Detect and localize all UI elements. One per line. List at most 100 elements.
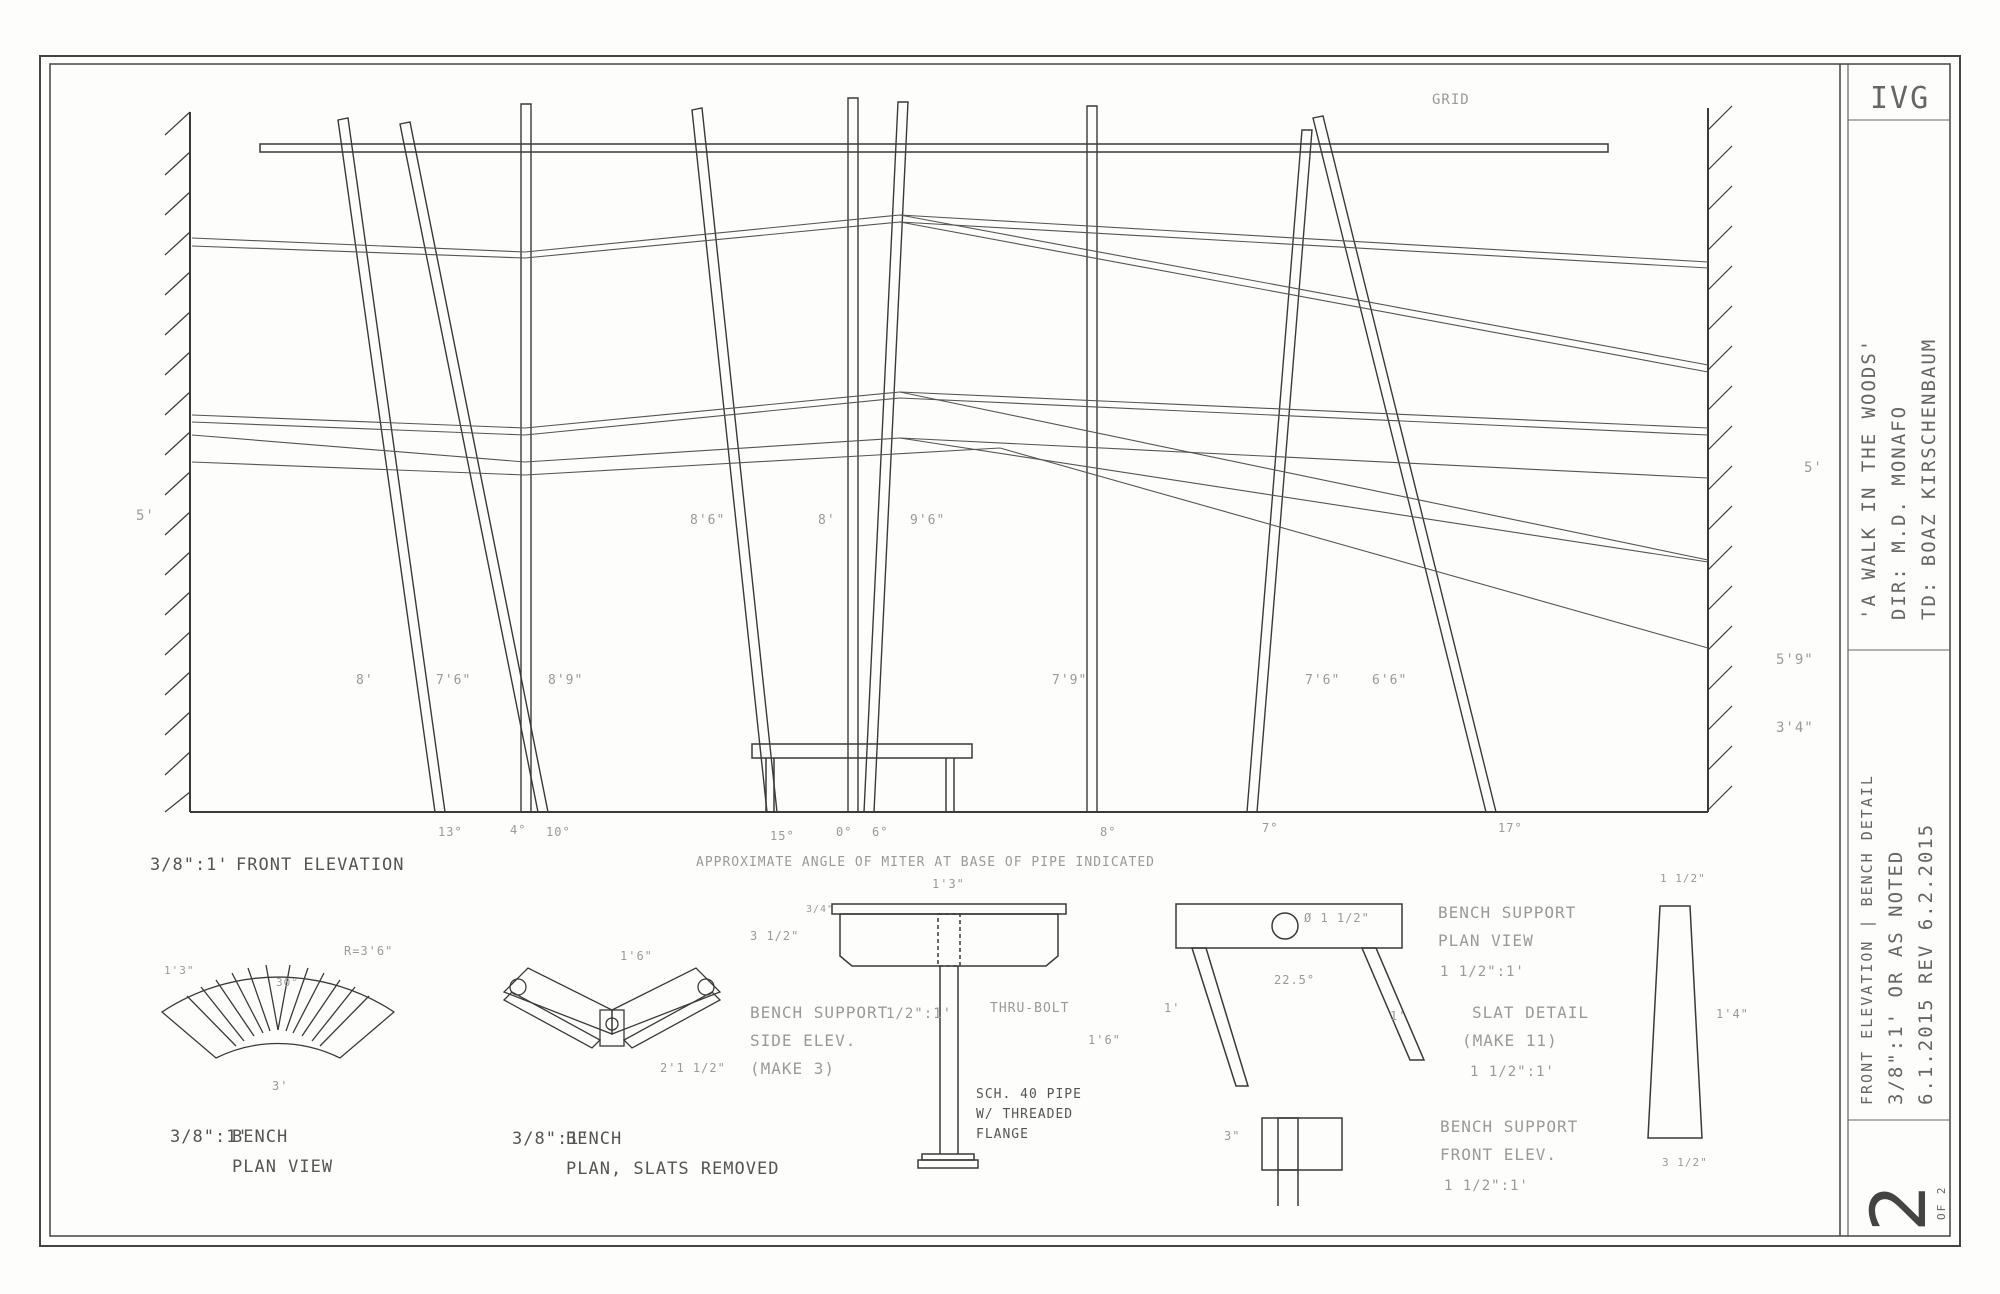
pipe-5 <box>847 97 859 813</box>
pipe-8 <box>1246 129 1313 813</box>
support-plan-dim-leg-2: 1' <box>1390 1009 1406 1023</box>
right-wall <box>1707 105 1733 812</box>
pipe-2 <box>399 121 549 813</box>
miter-angle-1: 13° <box>438 825 463 839</box>
slat-dim-top: 1 1/2" <box>1660 872 1706 885</box>
bench-plan-dim-radius: R=3'6" <box>344 944 393 958</box>
support-plan-dim-angle: 22.5° <box>1274 973 1315 987</box>
slats-removed-label-2: PLAN, SLATS REMOVED <box>566 1159 779 1179</box>
pipe-length-4: 8' <box>356 673 374 688</box>
pipe-length-5: 7'6" <box>436 673 471 688</box>
miter-angle-8: 7° <box>1262 821 1278 835</box>
director-credit: DIR: M.D. MONAFO <box>1888 405 1910 620</box>
pipe-length-6: 8'9" <box>548 673 583 688</box>
miter-angle-9: 17° <box>1498 821 1523 835</box>
bench-plan-dim-depth: 1'3" <box>164 964 195 977</box>
support-front-label-2: FRONT ELEV. <box>1440 1145 1557 1164</box>
show-title: 'A WALK IN THE WOODS' <box>1858 338 1880 620</box>
support-plan-label-2: PLAN VIEW <box>1438 931 1534 950</box>
grid-label: GRID <box>1432 92 1470 108</box>
support-front-dim: 3" <box>1224 1129 1240 1143</box>
slat-dim-length: 1'4" <box>1716 1007 1749 1021</box>
bench-plan-dim-width: 3' <box>272 1079 288 1093</box>
front-elevation-scale: 3/8":1' <box>150 855 229 875</box>
elevation-annotations: GRID 5' 5' 5'9" 3'4" 8'6" 8' 9'6" 8' 7'6… <box>136 92 1823 875</box>
pipe-length-7: 7'9" <box>1052 673 1087 688</box>
height-right: 5' <box>1804 460 1823 476</box>
support-side-dim-pipe: 1'6" <box>1088 1033 1121 1047</box>
slats-removed-scale: 3/8":1' <box>512 1129 591 1149</box>
left-wall <box>164 111 191 813</box>
support-side-dim-top: 3/4" <box>806 904 834 915</box>
support-side-dim-width: 1'3" <box>932 877 965 891</box>
pipe-4 <box>691 107 778 813</box>
bench-plan-scale: 3/8":1' <box>170 1127 249 1147</box>
miter-angle-2: 4° <box>510 823 526 837</box>
pipe-length-9: 6'6" <box>1372 673 1407 688</box>
fabric-strips <box>191 214 1709 649</box>
pipe-7 <box>1086 105 1098 813</box>
bench-support-side-elevation: 1'3" 3/4" 3 1/2" 1'6" THRU-BOLT BENCH SU… <box>750 877 1121 1169</box>
miter-angle-3: 10° <box>546 825 571 839</box>
bench-plan-label-1: BENCH <box>232 1127 288 1147</box>
support-front-scale: 1 1/2":1' <box>1444 1178 1529 1194</box>
slat-dim-bottom: 3 1/2" <box>1662 1156 1708 1169</box>
drawing-title: FRONT ELEVATION | BENCH DETAIL <box>1858 774 1876 1105</box>
support-front-label-1: BENCH SUPPORT <box>1440 1117 1578 1136</box>
miter-angle-6: 6° <box>872 825 888 839</box>
pipes <box>337 97 1497 813</box>
pipe-6 <box>863 101 909 813</box>
sheet-of: OF 2 <box>1935 1186 1948 1221</box>
title-block: IVG 'A WALK IN THE WOODS' DIR: M.D. MONA… <box>1848 81 1950 1232</box>
designer-credit: TD: BOAZ KIRSCHENBAUM <box>1918 338 1940 620</box>
pipe-note-1: SCH. 40 PIPE <box>976 1087 1082 1102</box>
pipe-length-2: 8' <box>818 513 836 528</box>
pipe-length-8: 7'6" <box>1305 673 1340 688</box>
slat-detail-scale: 1 1/2":1' <box>1470 1064 1555 1080</box>
bench-plan-slats-removed: 1'6" 2'1 1/2" 3/8":1' BENCH PLAN, SLATS … <box>502 949 779 1179</box>
miter-angle-4: 15° <box>770 829 795 843</box>
bench-plan-dim-angle: 30° <box>276 976 299 989</box>
miter-note: APPROXIMATE ANGLE OF MITER AT BASE OF PI… <box>696 855 1155 870</box>
bench-plan-view: 3' 30° R=3'6" 1'3" 3/8":1' BENCH PLAN VI… <box>160 944 396 1177</box>
support-side-label-3: (MAKE 3) <box>750 1059 835 1078</box>
grid-pipe <box>259 143 1609 153</box>
right-dim-1: 5'9" <box>1776 652 1814 668</box>
slat-detail-label-2: (MAKE 11) <box>1462 1031 1558 1050</box>
support-side-scale: 1/2":1' <box>886 1006 952 1022</box>
thru-bolt-note: THRU-BOLT <box>990 1001 1069 1016</box>
designer-logo: IVG <box>1870 81 1930 116</box>
height-left: 5' <box>136 508 155 524</box>
slat-shape <box>1647 905 1703 1139</box>
support-side-dim-height: 3 1/2" <box>750 929 799 943</box>
bench-plan-label-2: PLAN VIEW <box>232 1157 333 1177</box>
support-plan-dim-pipe: Ø 1 1/2" <box>1304 911 1370 925</box>
pipe-1 <box>337 117 446 813</box>
support-plan-label-1: BENCH SUPPORT <box>1438 903 1576 922</box>
pipe-length-3: 9'6" <box>910 513 945 528</box>
bench-support-plan-view: Ø 1 1/2" 22.5° 1' 1' BENCH SUPPORT PLAN … <box>1164 903 1576 1087</box>
support-plan-dim-leg-1: 1' <box>1164 1001 1180 1015</box>
pipe-9 <box>1312 115 1497 813</box>
slats-removed-label-1: BENCH <box>566 1129 622 1149</box>
right-dim-2: 3'4" <box>1776 720 1814 736</box>
bench-support-front-elevation: 3" BENCH SUPPORT FRONT ELEV. 1 1/2":1' <box>1224 1117 1578 1206</box>
pipe-length-1: 8'6" <box>690 513 725 528</box>
slats-removed-dim-2: 2'1 1/2" <box>660 1061 726 1075</box>
slat-detail-label-1: SLAT DETAIL <box>1472 1003 1589 1022</box>
support-plan-scale: 1 1/2":1' <box>1440 964 1525 980</box>
sheet-border <box>39 55 1961 1247</box>
sheet-number: 2 <box>1854 1184 1943 1232</box>
slats-removed-dim-1: 1'6" <box>620 949 653 963</box>
pipe-note-3: FLANGE <box>976 1127 1029 1142</box>
front-elevation <box>164 97 1733 813</box>
pipe-3 <box>520 103 532 813</box>
drawing-dates: 6.1.2015 REV 6.2.2015 <box>1915 823 1937 1105</box>
support-side-label-1: BENCH SUPPORT <box>750 1003 888 1022</box>
drawing-scale: 3/8":1' OR AS NOTED <box>1885 850 1907 1105</box>
bench-elevation <box>751 743 973 812</box>
support-side-label-2: SIDE ELEV. <box>750 1031 856 1050</box>
slat-detail: 1 1/2" 1'4" 3 1/2" SLAT DETAIL (MAKE 11)… <box>1462 872 1749 1169</box>
miter-angle-7: 8° <box>1100 825 1116 839</box>
